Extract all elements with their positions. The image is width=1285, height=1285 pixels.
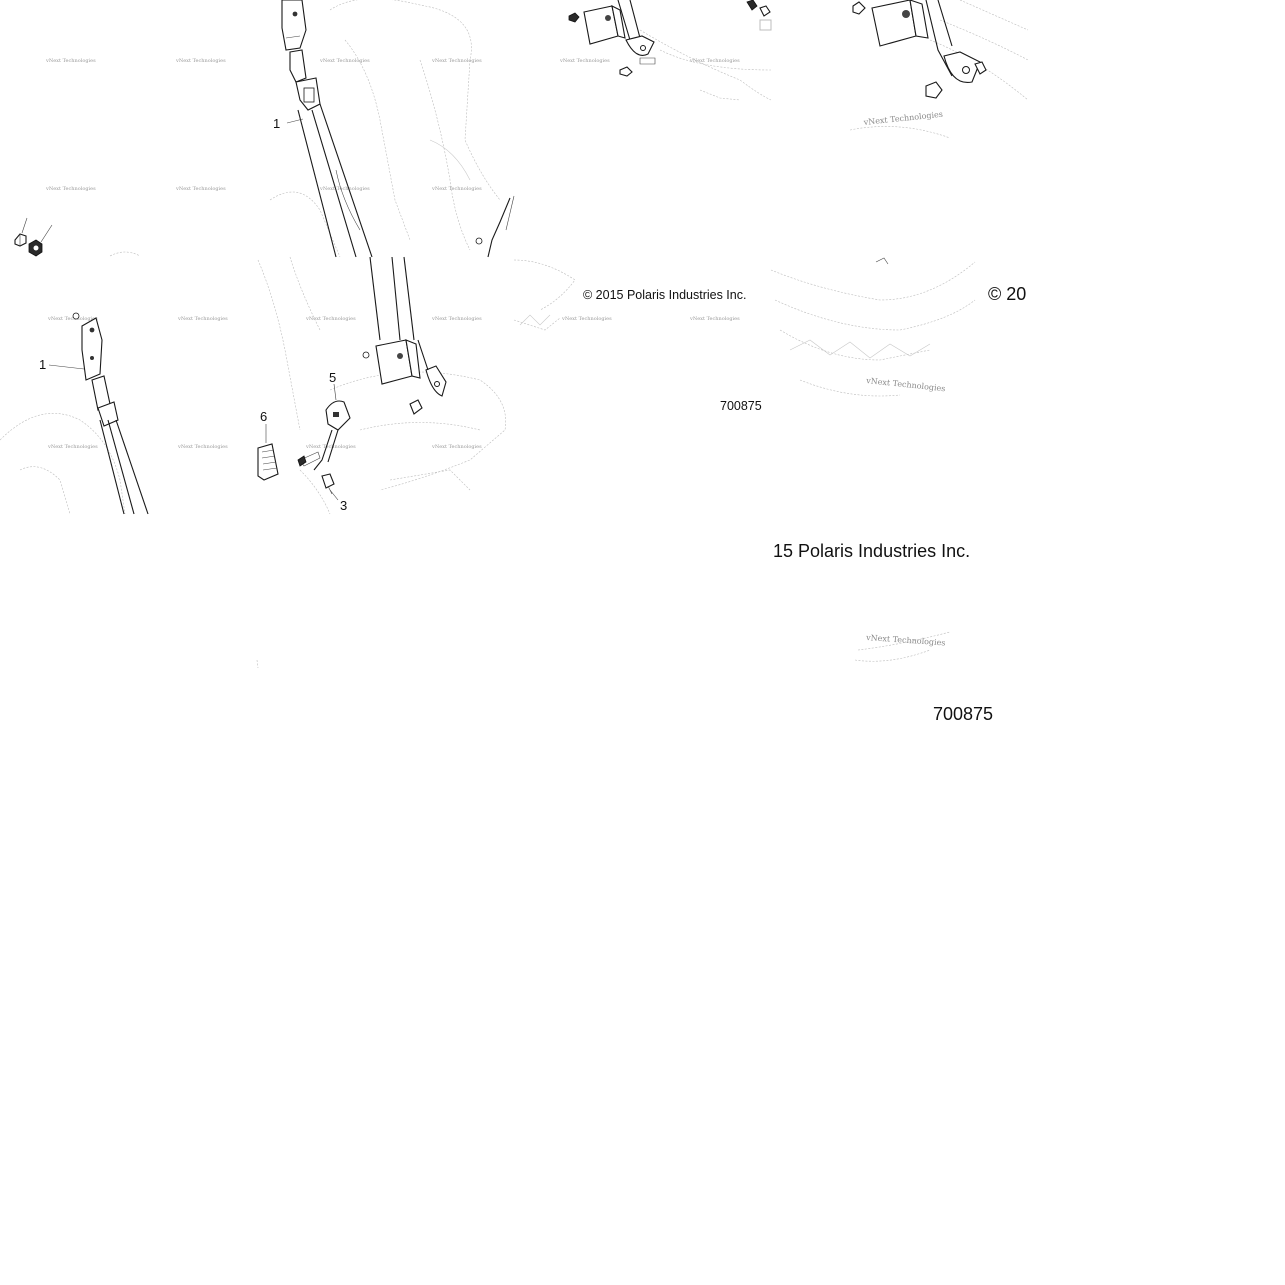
watermark-text: vNext Technologies xyxy=(689,316,740,322)
copyright-fragment: © 20 xyxy=(988,284,1026,304)
copyright-text: © 2015 Polaris Industries Inc. xyxy=(583,288,746,302)
tile-belt-lower-left: vNext Technologies vNext Technologies vN… xyxy=(0,312,228,515)
callout-1: 1 xyxy=(39,357,46,372)
watermark-text: vNext Technologies xyxy=(45,58,96,64)
buckle-part-5 xyxy=(297,383,351,471)
watermark-text: vNext Technologies xyxy=(45,186,96,192)
watermark-text: vNext Technologies xyxy=(177,316,228,322)
tile-seat-base: vNext Technologies © 20 xyxy=(770,257,1026,397)
watermark-text: vNext Technologies xyxy=(865,633,946,648)
watermark-text: vNext Technologies xyxy=(865,376,946,393)
watermark-text: vNext Technologies xyxy=(689,58,740,64)
callout-6: 6 xyxy=(260,409,267,424)
watermark-text: vNext Technologies xyxy=(175,58,226,64)
tile-retractor-top: vNext Technologies vNext Technologies xyxy=(559,0,772,101)
watermark-text: vNext Technologies xyxy=(177,444,228,450)
retractor-unit xyxy=(375,339,447,397)
watermark-text: vNext Technologies xyxy=(559,58,610,64)
watermark-text: vNext Technologies xyxy=(319,58,370,64)
watermark-text: vNext Technologies xyxy=(431,316,482,322)
watermark-text: vNext Technologies xyxy=(47,316,98,322)
bolt-part-2 xyxy=(28,224,53,257)
buckle-tongue-part-6 xyxy=(257,424,279,481)
tile-seat-belt-upper: vNext Technologies vNext Technologies vN… xyxy=(269,0,515,258)
drawing-number: 700875 xyxy=(720,399,762,413)
tile-retractor-top-right: vNext Technologies xyxy=(849,0,1029,139)
drawing-number: 700875 xyxy=(933,704,993,724)
watermark-text: vNext Technologies xyxy=(305,444,356,450)
tile-top-left: vNext Technologies vNext Technologies vN… xyxy=(14,58,226,257)
nut-part-4 xyxy=(14,217,28,247)
tile-copyright-large: 15 Polaris Industries Inc. vNext Technol… xyxy=(773,541,993,724)
watermark-text: vNext Technologies xyxy=(305,316,356,322)
watermark-text: vNext Technologies xyxy=(431,186,482,192)
watermark-text: vNext Technologies xyxy=(862,110,943,127)
callout-1: 1 xyxy=(273,116,280,131)
watermark-text: vNext Technologies xyxy=(47,444,98,450)
tile-seat-buckle: vNext Technologies vNext Technologies vN… xyxy=(257,256,507,515)
callout-3: 3 xyxy=(340,498,347,513)
retractor-unit xyxy=(583,0,655,56)
watermark-text: vNext Technologies xyxy=(561,316,612,322)
tile-copyright-small: vNext Technologies vNext Technologies © … xyxy=(513,259,762,413)
bolt-part-3 xyxy=(321,473,339,501)
copyright-fragment: 15 Polaris Industries Inc. xyxy=(773,541,970,561)
watermark-text: vNext Technologies xyxy=(431,58,482,64)
belt-upper-anchor xyxy=(281,0,321,111)
callout-5: 5 xyxy=(329,370,336,385)
watermark-text: vNext Technologies xyxy=(431,444,482,450)
retractor-unit xyxy=(871,0,981,84)
watermark-text: vNext Technologies xyxy=(319,186,370,192)
belt-lower-anchor xyxy=(81,317,119,427)
stray-mark xyxy=(256,659,259,669)
watermark-text: vNext Technologies xyxy=(175,186,226,192)
